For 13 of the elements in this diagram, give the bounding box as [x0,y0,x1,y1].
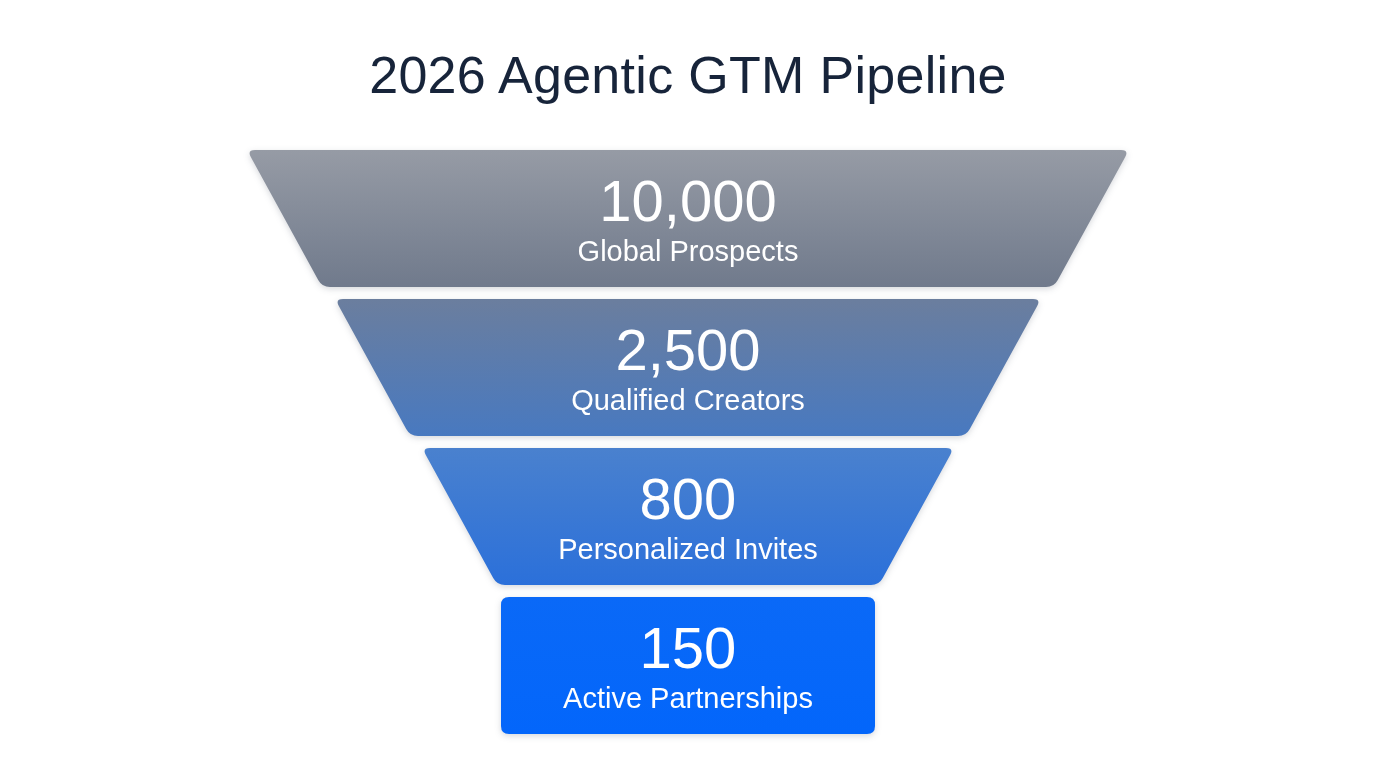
funnel-stage [247,150,1129,287]
stage-count: 800 [639,468,737,529]
stage-label: Personalized Invites [558,532,818,565]
stage-label: Qualified Creators [571,383,805,416]
funnel-base-stage [501,597,875,734]
stage-count: 10,000 [599,170,777,231]
funnel-stage [422,448,954,585]
stage-label: Global Prospects [577,234,799,267]
funnel-stage [335,299,1041,436]
stage-count: 150 [639,617,737,678]
stage-label: Active Partnerships [563,681,813,714]
diagram-title: 2026 Agentic GTM Pipeline [369,46,1007,104]
stage-count: 2,500 [615,319,761,380]
